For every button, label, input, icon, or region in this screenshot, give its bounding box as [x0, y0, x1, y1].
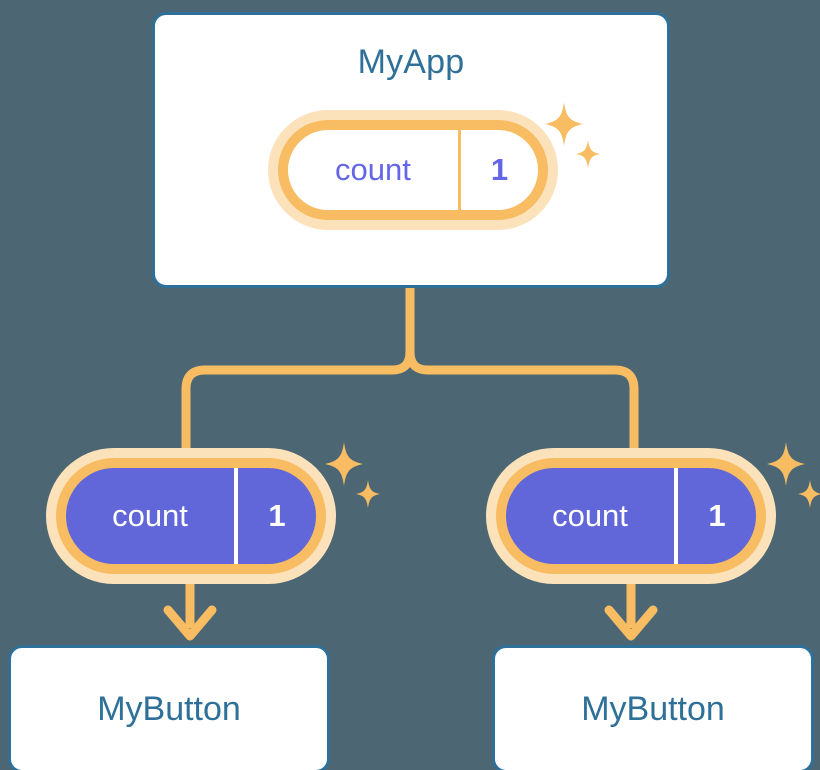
component-label: MyButton — [581, 690, 725, 728]
arrow-down-left — [163, 578, 217, 641]
signal-pill-child-right[interactable]: count 1 — [486, 448, 776, 584]
branch-connector-icon — [405, 283, 639, 457]
signal-key: count — [552, 498, 628, 533]
signal-value: 1 — [268, 498, 286, 533]
page-title: MyApp — [357, 43, 465, 81]
signal-pill-child-left[interactable]: count 1 — [46, 448, 336, 584]
signal-body: count 1 — [288, 130, 538, 210]
signal-body: count 1 — [66, 468, 316, 564]
signal-divider — [674, 468, 678, 564]
signal-pill-root[interactable]: count 1 — [268, 110, 558, 230]
signal-body: count 1 — [506, 468, 756, 564]
signal-divider — [457, 130, 461, 210]
signal-value: 1 — [490, 152, 509, 187]
arrow-down-right — [604, 578, 658, 641]
branch-connector-left-icon — [181, 347, 415, 457]
signal-key: count — [112, 498, 188, 533]
component-card-mybutton-left[interactable]: MyButton — [8, 645, 330, 770]
signal-key: count — [335, 152, 411, 187]
component-card-mybutton-right[interactable]: MyButton — [492, 645, 814, 770]
signal-value: 1 — [708, 498, 726, 533]
signal-divider — [234, 468, 238, 564]
component-label: MyButton — [97, 690, 241, 728]
